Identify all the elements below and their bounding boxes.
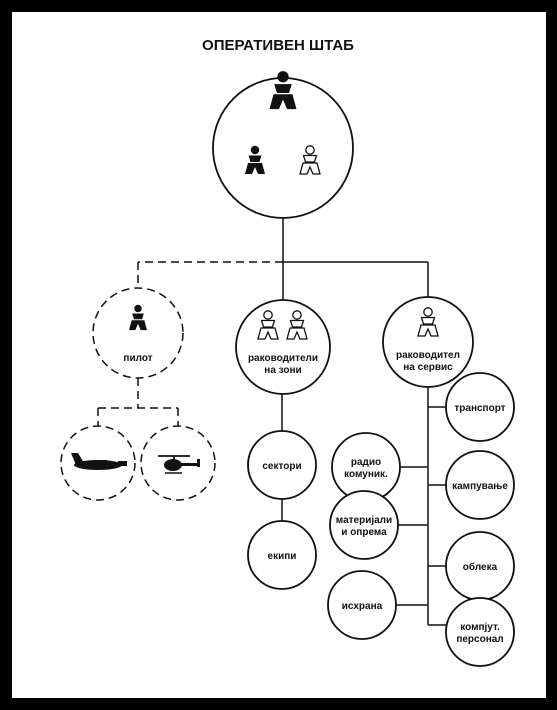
computer-personnel-label-line1: компјут. bbox=[460, 622, 500, 633]
radio-label-line1: радио bbox=[351, 457, 381, 468]
transport-label: транспорт bbox=[454, 403, 505, 414]
radio-label-line2: комуник. bbox=[344, 469, 388, 480]
sectors-label: сектори bbox=[262, 461, 301, 472]
food-label: исхрана bbox=[342, 601, 383, 612]
computer-personnel-circle bbox=[445, 597, 515, 667]
pilot-label: пилот bbox=[123, 353, 152, 364]
airplane-icon bbox=[71, 453, 127, 470]
materials-label-line2: и опрема bbox=[341, 527, 387, 538]
service-leader-label-line2: на сервис bbox=[403, 362, 453, 373]
sectors-circle bbox=[247, 430, 317, 500]
camping-circle bbox=[445, 450, 515, 520]
transport-circle bbox=[445, 372, 515, 442]
zone-leaders-label-line2: на зони bbox=[264, 365, 301, 376]
zone-leaders-label-line1: раководители bbox=[248, 353, 318, 364]
pilot-circle bbox=[92, 287, 184, 379]
connectors-solid bbox=[281, 218, 446, 626]
computer-personnel-label-line2: персонал bbox=[456, 634, 503, 645]
food-circle bbox=[327, 570, 397, 640]
clothing-label: облека bbox=[463, 561, 498, 573]
helicopter-icon bbox=[158, 455, 200, 474]
camping-label: кампување bbox=[452, 481, 508, 492]
service-leader-circle bbox=[382, 296, 474, 388]
connectors-dashed bbox=[97, 261, 283, 428]
materials-label-line1: материјали bbox=[336, 515, 392, 526]
zone-leaders-circle bbox=[235, 299, 331, 395]
materials-circle bbox=[329, 490, 399, 560]
service-leader-label-line1: раководител bbox=[396, 350, 460, 361]
teams-circle bbox=[247, 520, 317, 590]
diagram-title: ОПЕРАТИВЕН ШТАБ bbox=[202, 37, 354, 54]
teams-label: екипи bbox=[268, 551, 297, 562]
